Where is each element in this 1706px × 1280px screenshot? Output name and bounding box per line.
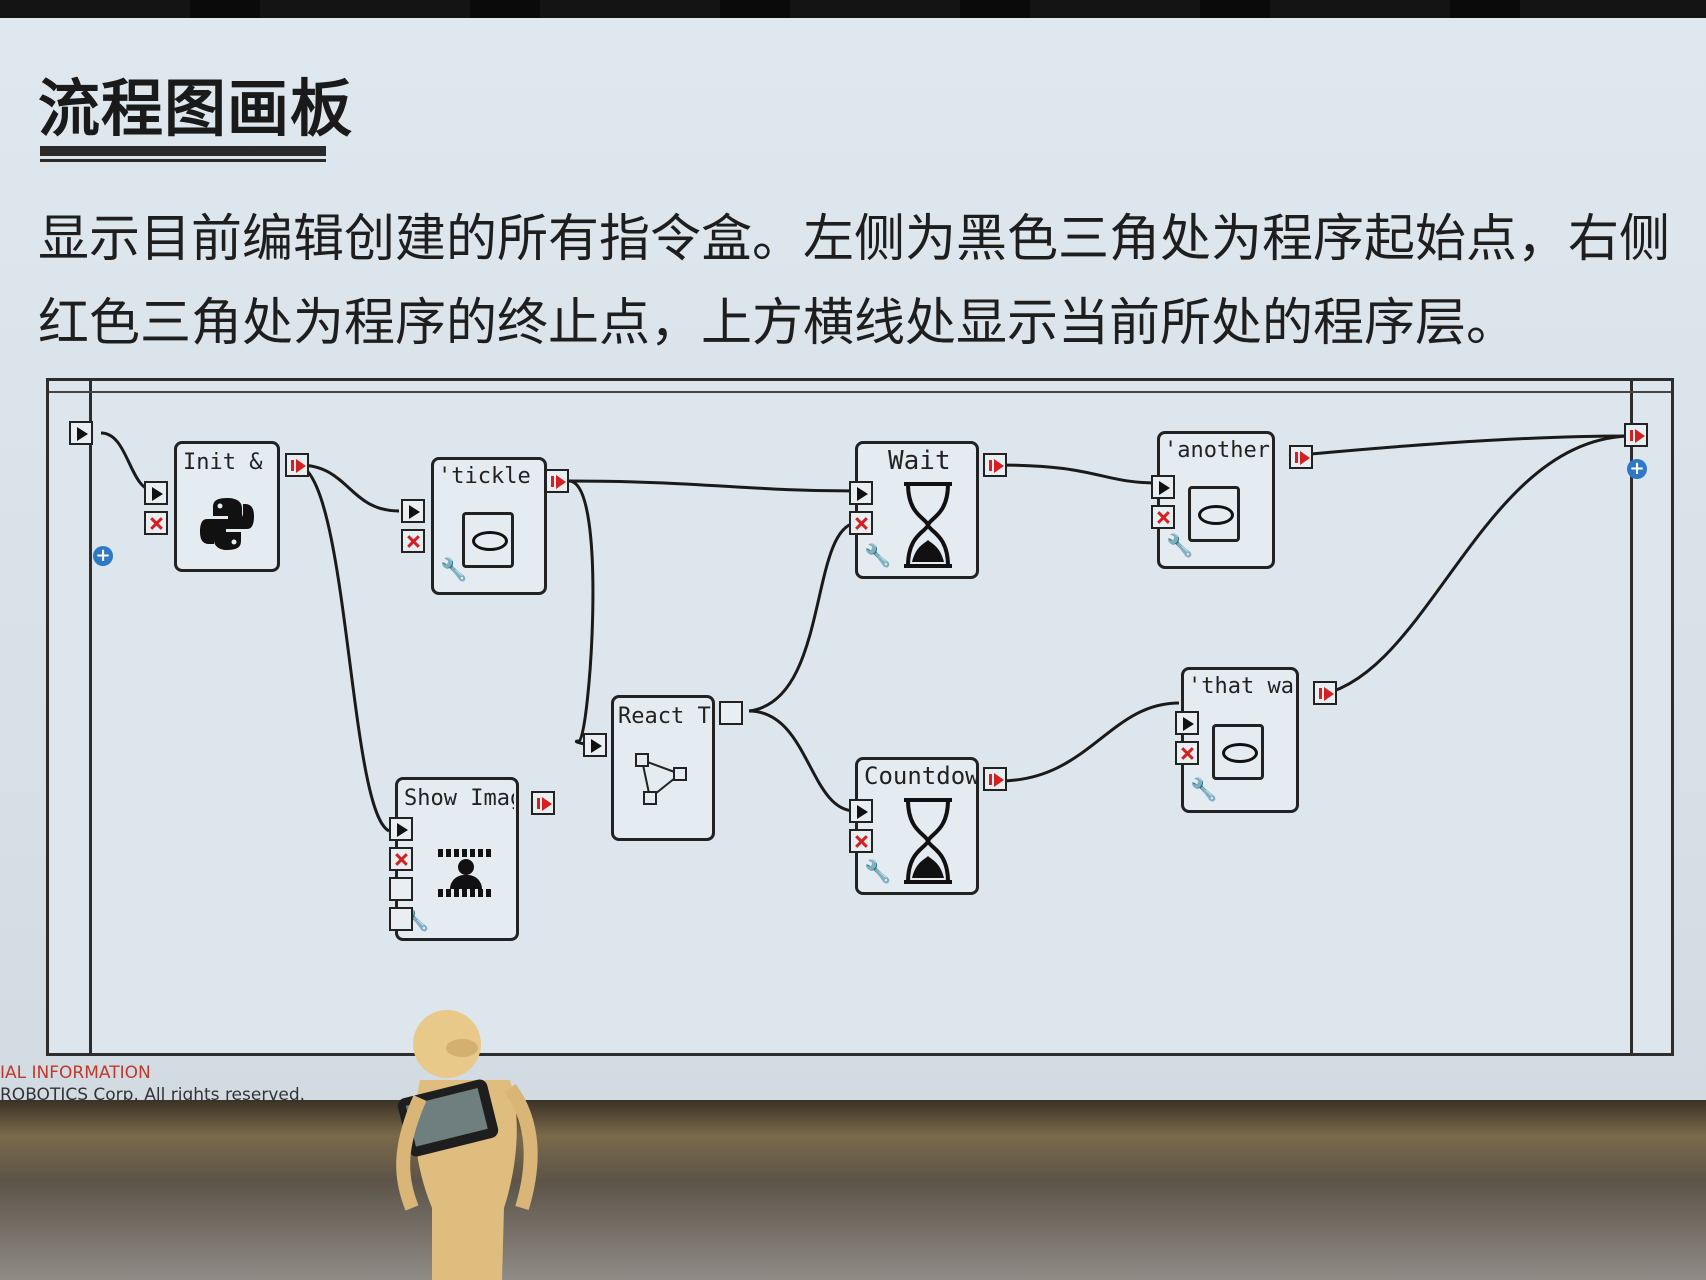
that-was-output-port[interactable]: [1313, 681, 1337, 705]
box-another[interactable]: 'another ti 🔧: [1157, 431, 1275, 569]
stage-floor: [0, 1100, 1706, 1280]
init-start-port[interactable]: [144, 481, 168, 505]
another-stop-port[interactable]: [1151, 505, 1175, 529]
countdown-start-port[interactable]: [849, 799, 873, 823]
show-image-input-port[interactable]: [389, 877, 413, 901]
wrench-icon[interactable]: 🔧: [1166, 534, 1194, 559]
box-title: 'another ti: [1164, 438, 1270, 463]
flow-diagram-canvas[interactable]: + + Init & Rese 'tickle me' 🔧: [46, 378, 1674, 1056]
slide-title: 流程图画板: [38, 72, 354, 145]
hourglass-icon: [904, 798, 952, 884]
init-stop-port[interactable]: [144, 511, 168, 535]
wait-start-port[interactable]: [849, 481, 873, 505]
wire-wait-another: [998, 463, 1160, 485]
robot-figure: [396, 1010, 538, 1280]
python-icon: [200, 498, 254, 550]
program-end-port[interactable]: [1624, 423, 1648, 447]
wire-init-showimage: [298, 463, 390, 833]
add-input-button[interactable]: +: [93, 546, 113, 566]
wait-stop-port[interactable]: [849, 511, 873, 535]
wire-countdown-thatwas: [998, 701, 1180, 783]
box-title: 'tickle me': [438, 464, 544, 489]
box-countdown[interactable]: Countdown 🔧: [855, 757, 979, 895]
add-output-button[interactable]: +: [1627, 459, 1647, 479]
another-start-port[interactable]: [1151, 475, 1175, 499]
wrench-icon[interactable]: 🔧: [440, 558, 468, 583]
box-react-to[interactable]: React To Ti: [611, 695, 715, 841]
box-init-reset[interactable]: Init & Rese: [174, 441, 280, 572]
countdown-output-port[interactable]: [983, 767, 1007, 791]
wrench-icon[interactable]: 🔧: [1190, 778, 1218, 803]
wire-thatwas-end: [1313, 434, 1630, 698]
init-output-port[interactable]: [285, 453, 309, 477]
react-start-port[interactable]: [583, 733, 607, 757]
show-image-stop-port[interactable]: [389, 847, 413, 871]
program-start-port[interactable]: [69, 421, 93, 445]
box-title: Show Image: [404, 786, 514, 811]
footer-confidential: IAL INFORMATION: [0, 1063, 151, 1083]
wrench-icon[interactable]: 🔧: [864, 544, 892, 569]
box-title: Countdown: [864, 762, 976, 790]
wire-tickle-react: [568, 479, 605, 748]
box-that-was[interactable]: 'that was f 🔧: [1181, 667, 1299, 813]
tickle-stop-port[interactable]: [401, 529, 425, 553]
graph-nodes-icon: [635, 753, 687, 805]
box-title: Init & Rese: [183, 450, 275, 475]
film-image-icon: [438, 845, 498, 901]
that-was-stop-port[interactable]: [1175, 741, 1199, 765]
wire-tickle-wait: [568, 479, 856, 493]
countdown-stop-port[interactable]: [849, 829, 873, 853]
show-image-input-port[interactable]: [389, 907, 413, 931]
canvas-left-bar: [49, 381, 92, 1053]
tickle-start-port[interactable]: [401, 499, 425, 523]
that-was-start-port[interactable]: [1175, 711, 1199, 735]
wire-init-tickle: [298, 463, 400, 513]
program-layer-line: [49, 391, 1671, 393]
box-wait[interactable]: Wait 🔧: [855, 441, 979, 579]
wire-react-countdown: [748, 709, 856, 813]
speech-lips-icon: [1212, 724, 1264, 780]
box-title: 'that was f: [1188, 674, 1294, 699]
canvas-right-bar: [1630, 381, 1671, 1053]
box-title: React To Ti: [618, 704, 712, 729]
speech-lips-icon: [462, 512, 514, 568]
wire-react-wait-stop: [748, 521, 856, 713]
box-show-image[interactable]: Show Image 🔧: [395, 777, 519, 941]
show-image-start-port[interactable]: [389, 817, 413, 841]
wire-another-end: [1288, 434, 1630, 458]
speech-lips-icon: [1188, 486, 1240, 542]
another-output-port[interactable]: [1289, 445, 1313, 469]
title-underline-thin: [40, 159, 326, 162]
title-underline: [40, 146, 326, 156]
projector-screen: 流程图画板 显示目前编辑创建的所有指令盒。左侧为黑色三角处为程序起始点，右侧红色…: [0, 18, 1706, 1105]
box-title: Wait: [888, 446, 951, 476]
hourglass-icon: [904, 482, 952, 568]
react-output-port[interactable]: [719, 701, 743, 725]
wrench-icon[interactable]: 🔧: [864, 860, 892, 885]
show-image-output-port[interactable]: [531, 791, 555, 815]
tickle-output-port[interactable]: [545, 469, 569, 493]
wait-output-port[interactable]: [983, 453, 1007, 477]
slide-description: 显示目前编辑创建的所有指令盒。左侧为黑色三角处为程序起始点，右侧红色三角处为程序…: [38, 210, 1671, 353]
box-tickle-me[interactable]: 'tickle me' 🔧: [431, 457, 547, 595]
